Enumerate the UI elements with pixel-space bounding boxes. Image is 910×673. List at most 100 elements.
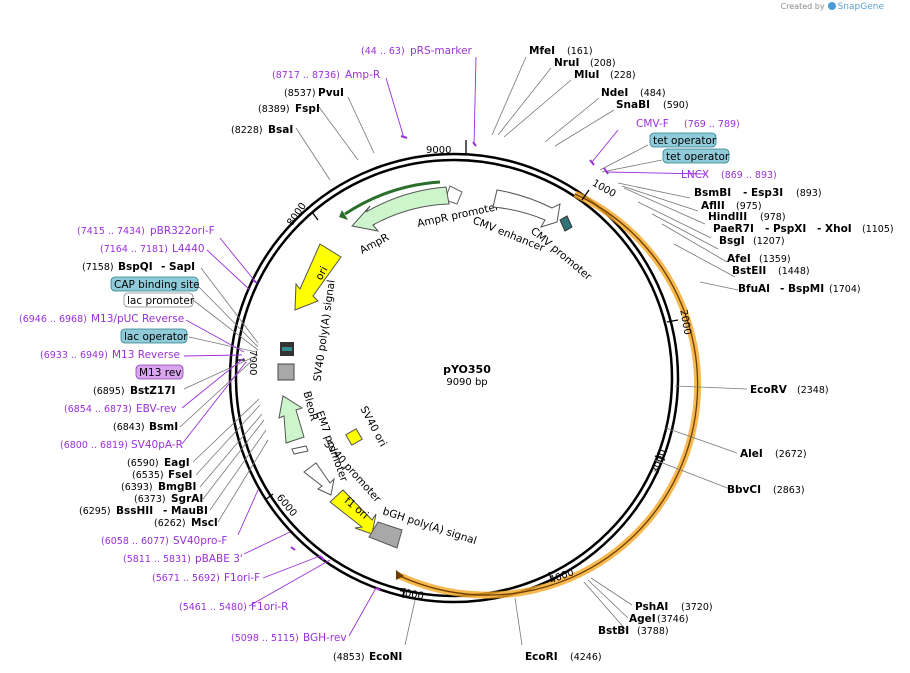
label-bsai: BsaI bbox=[268, 124, 293, 136]
label-ecorv: EcoRV bbox=[750, 384, 788, 396]
label-f1orir-pos: (5461 .. 5480) bbox=[179, 602, 247, 613]
label-bmgbi-pos: (6393) bbox=[121, 482, 153, 493]
tick-8000: 8000 bbox=[285, 201, 309, 228]
label-ecorv-pos: (2348) bbox=[797, 385, 829, 396]
label-bsshii: BssHII bbox=[116, 505, 153, 517]
label-ebv: EBV-rev bbox=[136, 403, 177, 415]
label-fsei: FseI bbox=[168, 469, 192, 481]
label-m13puc: M13/pUC Reverse bbox=[91, 313, 184, 325]
label-cmvf-pos: (769 .. 789) bbox=[684, 119, 740, 130]
cmv-enhancer-feature bbox=[492, 189, 561, 228]
label-pvui-pos: (8537) bbox=[284, 88, 316, 99]
label-lac-operator: lac operator bbox=[124, 331, 188, 343]
label-lncx-pos: (869 .. 893) bbox=[721, 170, 777, 181]
label-bsmbi: BsmBI bbox=[694, 187, 731, 199]
label-econi: EcoNI bbox=[369, 651, 402, 663]
label-eagi: EagI bbox=[164, 457, 190, 469]
label-ndei: NdeI bbox=[601, 87, 628, 99]
right-labels: MfeI (161) NruI (208) MluI (228) NdeI (4… bbox=[525, 45, 894, 663]
sv40-polya-marks bbox=[277, 342, 295, 381]
bleor-feature bbox=[278, 395, 305, 444]
tick-2000: 2000 bbox=[677, 309, 692, 336]
credit-prefix: Created by bbox=[780, 2, 825, 11]
plasmid-backbone bbox=[228, 152, 680, 604]
sv40-promoter-label: SV40 promoter bbox=[321, 438, 383, 505]
label-fspi: FspI bbox=[295, 103, 320, 115]
label-bbvci-pos: (2863) bbox=[773, 485, 805, 496]
label-sv40prof-pos: (6058 .. 6077) bbox=[101, 536, 169, 547]
label-lac-promoter: lac promoter bbox=[127, 295, 195, 307]
label-sapi: - SapI bbox=[161, 261, 195, 273]
plasmid-name: pYO350 bbox=[443, 363, 491, 376]
label-mfei-pos: (161) bbox=[567, 46, 593, 57]
label-pvui: PvuI bbox=[318, 87, 344, 99]
label-m13puc-pos: (6946 .. 6968) bbox=[19, 314, 87, 325]
label-m13-rev: M13 rev bbox=[139, 367, 182, 379]
m13-rev-box bbox=[135, 364, 184, 380]
label-bmgbi: BmgBI bbox=[158, 481, 196, 493]
label-bstbi: BstBI bbox=[598, 625, 629, 637]
label-pshai-pos: (3720) bbox=[681, 602, 713, 613]
label-pspxi: - PspXI bbox=[765, 223, 806, 235]
label-cap-binding-site: CAP binding site bbox=[114, 279, 200, 291]
sv40-polya-label: SV40 poly(A) signal bbox=[312, 279, 338, 382]
label-bstz17i-pos: (6895) bbox=[93, 386, 125, 397]
snapgene-logo-icon bbox=[827, 2, 836, 10]
primer-marks bbox=[252, 135, 609, 591]
plasmid-size: 9090 bp bbox=[446, 377, 487, 388]
sv40-ori-label: SV40 ori bbox=[357, 404, 388, 449]
label-econi-pos: (4853) bbox=[333, 652, 365, 663]
label-eagi-pos: (6590) bbox=[127, 458, 159, 469]
label-alei-pos: (2672) bbox=[775, 449, 807, 460]
label-cmvf: CMV-F bbox=[636, 118, 669, 130]
label-l4440-pos: (7164 .. 7181) bbox=[100, 244, 168, 255]
label-maubi: - MauBI bbox=[163, 505, 208, 517]
label-msci-pos: (6262) bbox=[154, 518, 186, 529]
label-bfuai-pos: (1704) bbox=[829, 284, 861, 295]
tick-7000: 7000 bbox=[247, 350, 258, 375]
label-bsmi-pos: (6843) bbox=[113, 422, 145, 433]
label-bghrev-pos: (5098 .. 5115) bbox=[231, 633, 299, 644]
sv40-ori-feature bbox=[345, 428, 363, 446]
tick-5000: 5000 bbox=[398, 587, 425, 602]
label-xhoi: - XhoI bbox=[817, 223, 852, 235]
label-bspmi: - BspMI bbox=[780, 283, 824, 295]
label-paer7i-pos: (1105) bbox=[862, 224, 894, 235]
label-pbr-pos: (7415 .. 7434) bbox=[77, 226, 145, 237]
leader-lines bbox=[179, 56, 748, 646]
label-ndei-pos: (484) bbox=[640, 88, 666, 99]
label-sv40par-pos: (6800 .. 6819) bbox=[60, 440, 128, 451]
label-hindiii: HindIII bbox=[708, 211, 747, 223]
bgh-polya-feature bbox=[368, 521, 403, 549]
label-bstz17i: BstZ17I bbox=[130, 385, 175, 397]
label-aflii: AflII bbox=[701, 200, 725, 212]
label-alei: AleI bbox=[740, 448, 763, 460]
label-pbabe: pBABE 3' bbox=[195, 553, 243, 565]
label-m13rev-primer: M13 Reverse bbox=[112, 349, 180, 361]
label-fspi-pos: (8389) bbox=[258, 104, 290, 115]
label-pbr: pBR322ori-F bbox=[150, 225, 215, 237]
label-esp3i: - Esp3I bbox=[743, 187, 783, 199]
label-paer7i: PaeR7I bbox=[713, 223, 754, 235]
label-afei-pos: (1359) bbox=[759, 254, 791, 265]
left-labels: (44 .. 63) pRS-marker (8717 .. 8736) Amp… bbox=[19, 45, 473, 663]
label-ebv-pos: (6854 .. 6873) bbox=[64, 404, 132, 415]
tet-operator-2-box bbox=[662, 148, 730, 164]
tick-1000: 1000 bbox=[590, 178, 618, 200]
label-tet-operator-2: tet operator bbox=[666, 151, 730, 163]
f1-ori-feature bbox=[329, 489, 377, 535]
insert-arc bbox=[396, 190, 702, 599]
ampr-label: AmpR bbox=[358, 231, 391, 256]
label-f1orif: F1ori-F bbox=[224, 572, 260, 584]
ori-label: ori bbox=[313, 265, 330, 283]
label-bspqi-pos: (7158) bbox=[82, 262, 114, 273]
lac-operator-box bbox=[120, 328, 188, 344]
label-bsmbi-pos: (893) bbox=[796, 188, 822, 199]
label-ecori: EcoRI bbox=[525, 651, 558, 663]
label-snabi: SnaBI bbox=[616, 99, 650, 111]
label-l4440: L4440 bbox=[172, 243, 205, 255]
lac-promoter-box bbox=[123, 292, 194, 308]
label-pbabe-pos: (5811 .. 5831) bbox=[123, 554, 191, 565]
